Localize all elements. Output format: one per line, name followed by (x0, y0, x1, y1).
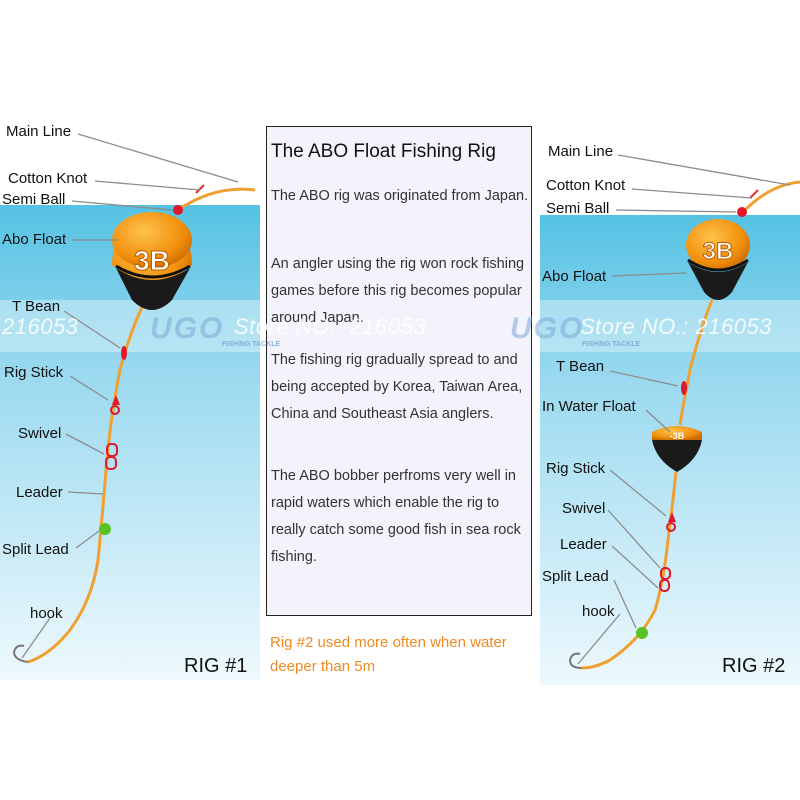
watermark-logo-sub-2: FISHING TACKLE (582, 341, 641, 348)
rig1-label-abo-float: Abo Float (2, 231, 67, 248)
rig1-label-leader: Leader (16, 484, 63, 501)
rig1-pointers (21, 133, 239, 659)
rig1-label-cotton-knot: Cotton Knot (8, 170, 88, 187)
rig2-label-rig-stick: Rig Stick (546, 460, 606, 477)
rig1-label-main-line: Main Line (6, 123, 72, 140)
info-paragraph-3: The fishing rig gradually spread to and … (271, 352, 523, 422)
rig2-label-split-lead: Split Lead (542, 568, 609, 585)
rig1-swivel-shape (105, 443, 118, 470)
rig2-hook-shape (568, 652, 583, 669)
watermark-logo-2: UGO (510, 312, 585, 345)
watermark-store-label-1: Store NO.: 216053 (234, 314, 426, 339)
rig1-label-t-bean: T Bean (12, 298, 61, 315)
rig1-abo-float (112, 212, 192, 310)
rig2-label-hook: hook (582, 603, 615, 620)
rig1-semi-ball-shape (173, 205, 183, 215)
info-box: The ABO Float Fishing Rig The ABO rig wa… (266, 126, 532, 616)
rig1-t-bean-shape (121, 346, 127, 360)
rig1-main-line (177, 187, 256, 212)
rig2-abo-float (686, 219, 750, 300)
rig2-title: RIG #2 (722, 655, 786, 677)
rig2-main-line (743, 180, 800, 212)
watermark-logo-1: UGO (150, 312, 225, 345)
rig1-cotton-knot-shape (195, 184, 205, 194)
rig2-label-semi-ball: Semi Ball (546, 200, 610, 217)
rig1-label-rig-stick: Rig Stick (4, 364, 64, 381)
rig1-hook-shape (12, 644, 29, 663)
rig2-label-t-bean: T Bean (556, 358, 605, 375)
rig1-rig-stick-ring (110, 405, 120, 415)
info-paragraph-1: The ABO rig was originated from Japan. (271, 188, 529, 204)
rig2-mid-line (678, 299, 714, 426)
rig1-label-split-lead: Split Lead (2, 541, 69, 558)
info-paragraph-4: The ABO bobber perfroms very well in rap… (271, 468, 521, 565)
rig2-small-float-mark: -3B (670, 431, 685, 441)
rig2-label-leader: Leader (560, 536, 607, 553)
rig2-rig-stick-shape (668, 512, 676, 522)
rig1-sky (0, 118, 260, 205)
watermark-logo-sub-1: FISHING TACKLE (222, 341, 281, 348)
watermark-store-text: 216053 (2, 314, 79, 339)
rig2-in-water-float (652, 426, 702, 472)
rig1-label-swivel: Swivel (18, 425, 62, 442)
rig2-swivel-shape (659, 567, 671, 592)
rig2-label-swivel: Swivel (562, 500, 606, 517)
rig2-float-mark: 3B (703, 238, 734, 265)
rig1-label-hook: hook (30, 605, 63, 622)
rig2-rig-stick-ring (666, 522, 676, 532)
rig2-depth-note: Rig #2 used more often when water deeper… (270, 634, 507, 675)
rig1-rig-stick-shape (112, 395, 120, 405)
rig2-semi-ball-shape (737, 207, 747, 217)
info-title: The ABO Float Fishing Rig (271, 141, 496, 162)
rig1-split-lead-shape (99, 523, 111, 535)
info-paragraph-2: An angler using the rig won rock fishing… (271, 256, 525, 326)
rig2-t-bean-shape (681, 381, 687, 395)
rig2-cotton-knot-shape (749, 189, 759, 199)
rig2-split-lead-shape (636, 627, 648, 639)
rig2-label-abo-float: Abo Float (542, 268, 607, 285)
rig2-pointers (577, 154, 791, 665)
rig1-label-semi-ball: Semi Ball (2, 191, 66, 208)
rig1-title: RIG #1 (184, 655, 248, 677)
watermark-store-label-2: Store NO.: 216053 (580, 314, 772, 339)
rig2-label-main-line: Main Line (548, 143, 614, 160)
rig1-float-mark: 3B (134, 245, 170, 276)
rig2-label-cotton-knot: Cotton Knot (546, 177, 626, 194)
rig2-label-in-water-float: In Water Float (542, 398, 636, 415)
